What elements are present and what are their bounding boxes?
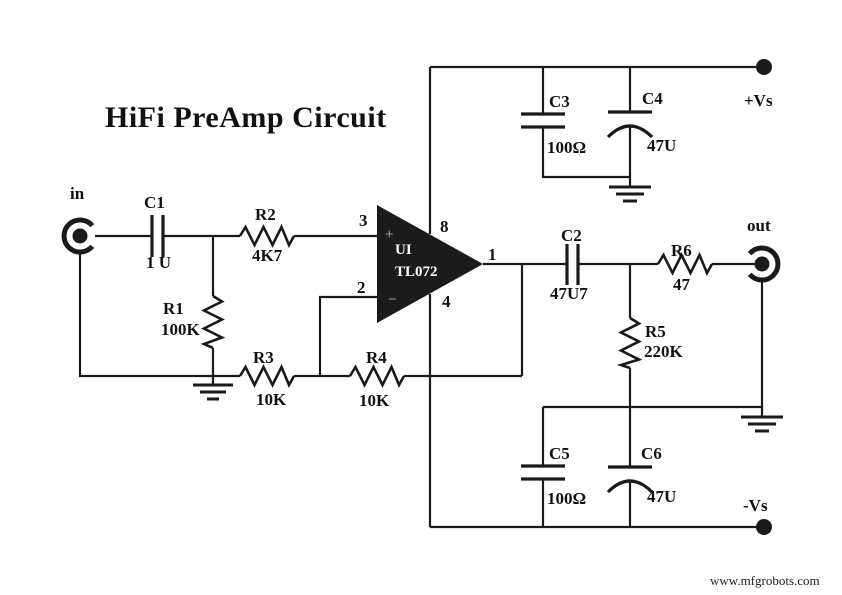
opamp-triangle <box>377 205 483 323</box>
capacitor-c3: C3 100Ω <box>521 92 586 157</box>
capacitor-c4-electrolytic: C4 47U <box>606 89 676 155</box>
opamp-u1-tl072: + − UI TL072 3 2 8 4 1 <box>357 205 497 323</box>
terminal-dot <box>756 519 772 535</box>
resistor-ref-label: R5 <box>645 322 666 341</box>
opamp-ref-label: UI <box>395 242 412 258</box>
pin-label-1: 1 <box>488 245 497 264</box>
resistor-zigzag <box>348 363 406 388</box>
pin-label-8: 8 <box>440 217 449 236</box>
resistor-ref-label: R6 <box>671 241 692 260</box>
capacitor-plates <box>521 112 565 129</box>
terminal-label-out: out <box>747 216 771 235</box>
capacitor-value-label: 100Ω <box>547 138 586 157</box>
resistor-zigzag <box>656 251 714 276</box>
terminal-label-in: in <box>70 184 85 203</box>
capacitor-plate-curved <box>606 479 654 494</box>
resistor-zigzag <box>238 363 296 388</box>
resistor-ref-label: R1 <box>163 299 184 318</box>
capacitor-c6-electrolytic: C6 47U <box>606 444 676 506</box>
pin-label-2: 2 <box>357 278 366 297</box>
connector-ring <box>61 217 95 255</box>
connector-pin-dot <box>754 256 770 272</box>
connector-pin-dot <box>72 228 88 244</box>
ground-symbol <box>193 383 233 401</box>
capacitor-ref-label: C5 <box>549 444 570 463</box>
capacitor-plates <box>565 244 580 285</box>
resistor-ref-label: R2 <box>255 205 276 224</box>
capacitor-c2: C2 47U7 <box>550 226 588 303</box>
capacitor-plates <box>150 215 165 257</box>
input-connector: in <box>61 184 95 255</box>
resistor-ref-label: R3 <box>253 348 274 367</box>
pin-label-3: 3 <box>359 211 368 230</box>
capacitor-value-label: 47U <box>647 487 676 506</box>
watermark: www.mfgrobots.com <box>710 573 820 588</box>
resistor-value-label: 10K <box>359 391 390 410</box>
vminus-terminal: -Vs <box>743 496 772 535</box>
output-connector: out <box>747 216 781 283</box>
pin-label-4: 4 <box>442 292 451 311</box>
capacitor-ref-label: C4 <box>642 89 663 108</box>
opamp-plus-sign: + <box>385 227 394 243</box>
resistor-zigzag <box>238 223 296 248</box>
capacitor-ref-label: C2 <box>561 226 582 245</box>
capacitor-ref-label: C6 <box>641 444 662 463</box>
resistor-zigzag <box>616 316 643 370</box>
resistor-r3: R3 10K <box>238 348 296 409</box>
resistor-r2: R2 4K7 <box>238 205 296 265</box>
terminal-label-vplus: +Vs <box>744 91 773 110</box>
capacitor-value-label: 47U7 <box>550 284 588 303</box>
capacitor-value-label: 100Ω <box>547 489 586 508</box>
ground-symbol <box>741 415 783 433</box>
capacitor-ref-label: C3 <box>549 92 570 111</box>
capacitor-c1: C1 1 U <box>144 193 171 272</box>
resistor-ref-label: R4 <box>366 348 387 367</box>
resistor-zigzag <box>200 294 226 350</box>
resistor-value-label: 4K7 <box>252 246 283 265</box>
terminal-dot <box>756 59 772 75</box>
resistor-value-label: 220K <box>644 342 684 361</box>
resistor-r5: R5 220K <box>616 316 684 370</box>
opamp-part-label: TL072 <box>395 264 438 280</box>
capacitor-plates <box>521 464 565 481</box>
resistor-value-label: 100K <box>161 320 201 339</box>
connector-ring <box>747 245 781 283</box>
opamp-minus-sign: − <box>388 292 397 308</box>
circuit-wires <box>78 65 764 529</box>
capacitor-value-label: 47U <box>647 136 676 155</box>
resistor-value-label: 47 <box>673 275 691 294</box>
capacitor-ref-label: C1 <box>144 193 165 212</box>
page-title: HiFi PreAmp Circuit <box>105 101 387 134</box>
vplus-terminal: +Vs <box>744 59 773 110</box>
resistor-r6: R6 47 <box>656 241 714 294</box>
resistor-value-label: 10K <box>256 390 287 409</box>
terminal-label-vminus: -Vs <box>743 496 768 515</box>
resistor-r1: R1 100K <box>161 294 226 350</box>
capacitor-c5: C5 100Ω <box>521 444 586 508</box>
capacitor-plate-curved <box>606 124 654 139</box>
capacitor-value-label: 1 U <box>146 253 171 272</box>
resistor-r4: R4 10K <box>348 348 406 410</box>
ground-symbol <box>609 185 651 203</box>
